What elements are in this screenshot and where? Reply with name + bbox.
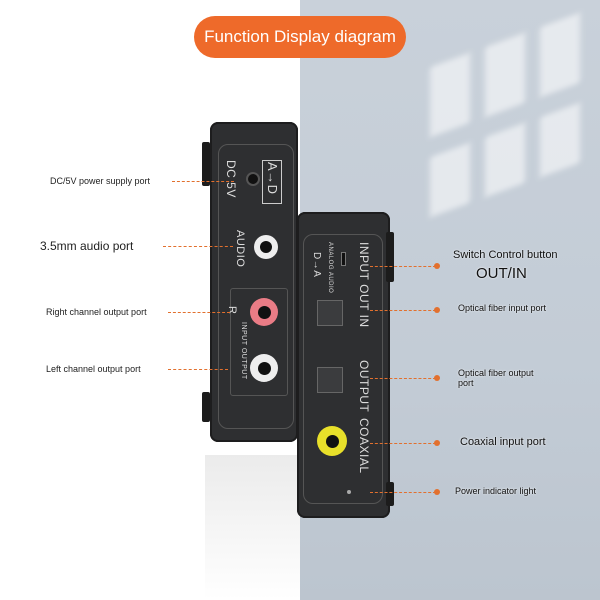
right-rca-jack (250, 298, 278, 326)
title-badge: Function Display diagram (194, 16, 406, 58)
label-switch: Switch Control button (453, 249, 558, 261)
leader-line (370, 492, 436, 493)
label-power-light: Power indicator light (455, 486, 537, 496)
panel-outline (218, 144, 294, 429)
power-led (347, 490, 351, 494)
aux-jack (254, 235, 278, 259)
window-light (485, 122, 525, 198)
window-light (540, 12, 580, 98)
optical-input-port (317, 300, 343, 326)
leader-line (172, 181, 234, 182)
label-audio-port: 3.5mm audio port (40, 239, 134, 253)
label-dc-port: DC/5V power supply port (50, 176, 151, 186)
io-label: INPUT OUTPUT (240, 322, 247, 380)
left-rca-jack (250, 354, 278, 382)
out-in-switch[interactable] (341, 252, 346, 266)
side-grip (386, 482, 394, 506)
leader-line (370, 310, 436, 311)
r-label: R (226, 306, 238, 315)
panel-outline (303, 234, 383, 504)
window-light (540, 102, 580, 178)
da-label: D→A (311, 252, 322, 278)
label-optical-in: Optical fiber input port (458, 303, 547, 313)
side-grip (202, 142, 210, 186)
label-optical-out: Optical fiber output (458, 368, 534, 378)
inout-label: INPUT OUT IN (357, 242, 371, 328)
label-outin: OUT/IN (476, 265, 527, 282)
ad-label: A→D (265, 162, 280, 195)
marker-dot (434, 263, 440, 269)
dc-label: DC 5V (224, 160, 238, 198)
label-right-channel: Right channel output port (46, 307, 147, 317)
dac-device: D→A ANALOG AUDIO INPUT OUT IN OUTPUT COA… (297, 212, 390, 518)
leader-line (370, 443, 436, 444)
side-grip (202, 392, 210, 422)
label-left-channel: Left channel output port (46, 364, 141, 374)
side-grip (386, 232, 394, 282)
leader-line (168, 369, 228, 370)
coaxial-jack (317, 426, 347, 456)
leader-line (370, 266, 436, 267)
output-label: OUTPUT (357, 360, 371, 413)
marker-dot (434, 440, 440, 446)
leader-line (370, 378, 436, 379)
marker-dot (434, 375, 440, 381)
dc-jack (246, 172, 260, 186)
rca-group (230, 288, 288, 396)
label-coaxial: Coaxial input port (460, 436, 546, 448)
coaxial-label: COAXIAL (357, 418, 371, 474)
window-light (485, 32, 525, 118)
leader-line (163, 246, 233, 247)
marker-dot (434, 307, 440, 313)
device-reflection (205, 455, 300, 600)
audio-label: AUDIO (234, 230, 246, 268)
marker-dot (434, 489, 440, 495)
adc-device: DC 5V A→D AUDIO R INPUT OUTPUT (210, 122, 298, 442)
window-light (430, 142, 470, 218)
optical-output-port (317, 367, 343, 393)
ad-box (262, 160, 282, 204)
analog-label: ANALOG AUDIO (327, 242, 333, 294)
window-light (430, 52, 470, 138)
leader-line (168, 312, 230, 313)
label-optical-out-2: port (458, 378, 474, 388)
